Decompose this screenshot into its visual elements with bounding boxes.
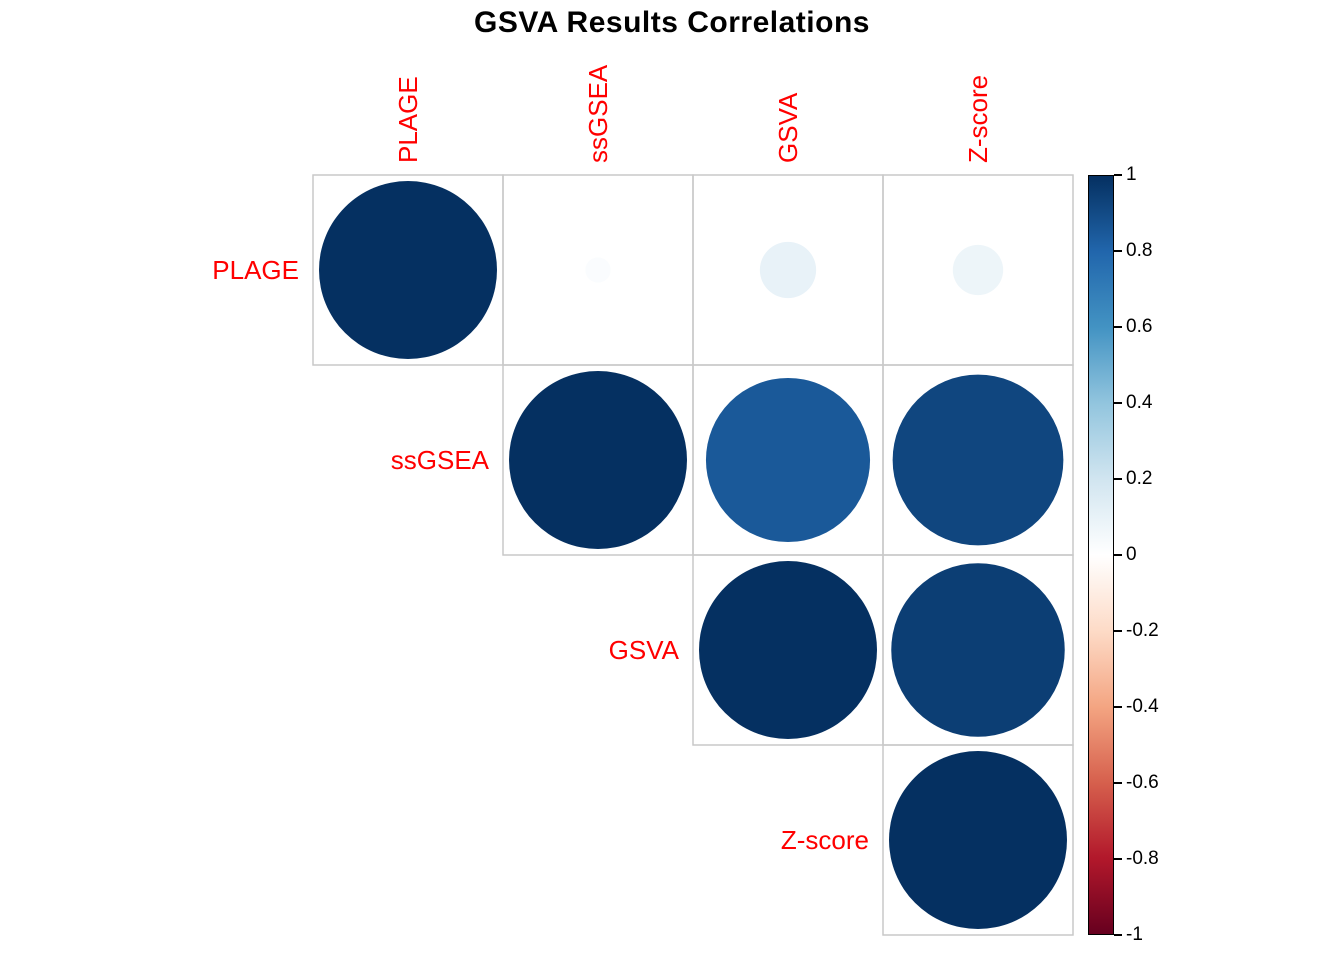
corr-circle-Z-score-Z-score — [889, 751, 1067, 929]
colorbar-tick-label: 0 — [1126, 544, 1137, 565]
colorbar-tick — [1114, 326, 1122, 328]
colorbar-tick-label: -0.2 — [1126, 620, 1159, 641]
colorbar-tick — [1114, 858, 1122, 860]
colorbar-tick — [1114, 630, 1122, 632]
corr-circle-GSVA-Z-score — [891, 563, 1065, 737]
corr-circle-PLAGE-PLAGE — [319, 181, 497, 359]
corr-circle-ssGSEA-ssGSEA — [509, 371, 687, 549]
corr-circle-PLAGE-Z-score — [952, 244, 1004, 296]
colorbar-tick-label: 0.2 — [1126, 468, 1153, 489]
colorbar-tick — [1114, 402, 1122, 404]
colorbar-tick-label: 1 — [1126, 164, 1137, 185]
col-label-GSVA: GSVA — [773, 92, 803, 163]
colorbar-tick — [1114, 554, 1122, 556]
colorbar-tick — [1114, 174, 1122, 176]
col-label-PLAGE: PLAGE — [393, 76, 423, 163]
colorbar-tick-label: 0.6 — [1126, 316, 1153, 337]
colorbar-tick-label: -0.4 — [1126, 696, 1159, 717]
colorbar-tick — [1114, 250, 1122, 252]
colorbar-tick-label: -0.6 — [1126, 772, 1159, 793]
row-label-ssGSEA: ssGSEA — [391, 445, 490, 475]
col-label-ssGSEA: ssGSEA — [583, 64, 613, 163]
row-label-Z-score: Z-score — [781, 825, 869, 855]
row-label-GSVA: GSVA — [609, 635, 680, 665]
colorbar — [1088, 175, 1114, 935]
colorbar-tick — [1114, 782, 1122, 784]
matrix-cell-Z-score-Z-score — [882, 744, 1074, 936]
corr-circle-ssGSEA-Z-score — [892, 374, 1064, 546]
colorbar-tick — [1114, 706, 1122, 708]
chart-title: GSVA Results Correlations — [474, 6, 870, 39]
corr-circle-PLAGE-ssGSEA — [585, 257, 611, 283]
col-label-Z-score: Z-score — [963, 75, 993, 163]
colorbar-tick-label: 0.8 — [1126, 240, 1153, 261]
colorbar-tick-label: 0.4 — [1126, 392, 1153, 413]
corr-circle-PLAGE-GSVA — [759, 241, 817, 299]
corr-circle-ssGSEA-GSVA — [705, 377, 871, 543]
corr-circle-GSVA-GSVA — [699, 561, 877, 739]
colorbar-tick-label: -0.8 — [1126, 848, 1159, 869]
colorbar-tick-label: -1 — [1126, 924, 1143, 945]
colorbar-tick — [1114, 934, 1122, 936]
row-label-PLAGE: PLAGE — [212, 255, 299, 285]
colorbar-tick — [1114, 478, 1122, 480]
